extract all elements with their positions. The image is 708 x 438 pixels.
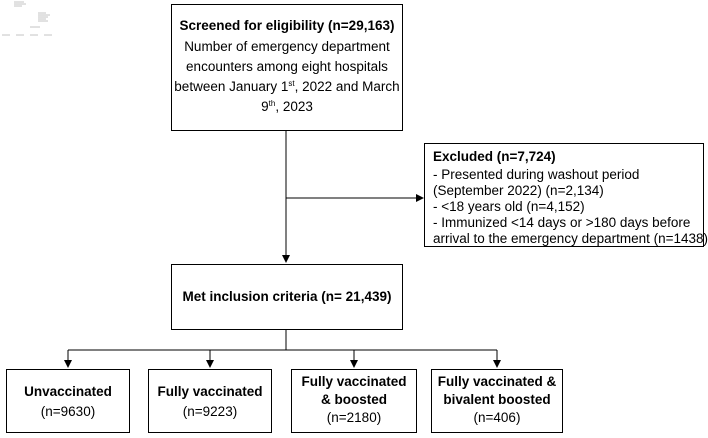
group-count: (n=2180)	[326, 410, 382, 425]
group-box-bivalent-boosted: Fully vaccinated & bivalent boosted (n=4…	[431, 369, 563, 433]
excluded-line-1: - Presented during washout period	[433, 167, 640, 182]
screened-description: Number of emergency department encounter…	[172, 37, 402, 117]
group-title-line-1: Fully vaccinated &	[437, 374, 557, 389]
screened-desc-line-1: Number of emergency department encounter…	[184, 39, 390, 74]
group-title: Fully vaccinated	[157, 384, 263, 399]
group-box-fully-vaccinated: Fully vaccinated (n=9223)	[148, 369, 272, 433]
screened-box: Screened for eligibility (n=29,163) Numb…	[171, 4, 403, 131]
excluded-title: Excluded (n=7,724)	[433, 149, 556, 164]
group-box-unvaccinated: Unvaccinated (n=9630)	[6, 369, 130, 433]
included-title: Met inclusion criteria (n= 21,439)	[182, 289, 392, 304]
excluded-line-3: - <18 years old (n=4,152)	[433, 199, 585, 214]
group-title-line-1: Fully vaccinated	[301, 374, 407, 389]
excluded-box: Excluded (n=7,724) - Presented during wa…	[424, 143, 708, 247]
group-title-line-2: & boosted	[321, 392, 387, 407]
group-title: Unvaccinated	[24, 384, 112, 399]
screened-desc-line-3: 9th, 2023	[261, 99, 313, 114]
thumbnail-artifact	[2, 1, 52, 36]
screened-title: Screened for eligibility (n=29,163)	[179, 18, 395, 33]
excluded-line-4: - Immunized <14 days or >180 days before	[433, 215, 691, 230]
screened-desc-line-2: between January 1st, 2022 and March	[174, 79, 400, 94]
group-count: (n=9630)	[40, 404, 96, 419]
excluded-line-5: arrival to the emergency department (n=1…	[433, 231, 708, 246]
group-box-fully-vaccinated-boosted: Fully vaccinated & boosted (n=2180)	[291, 369, 417, 433]
group-count: (n=406)	[473, 410, 521, 425]
excluded-line-2: (September 2022) (n=2,134)	[433, 183, 604, 198]
group-title-line-2: bivalent boosted	[443, 392, 551, 407]
group-count: (n=9223)	[182, 404, 238, 419]
included-box: Met inclusion criteria (n= 21,439)	[171, 264, 403, 330]
